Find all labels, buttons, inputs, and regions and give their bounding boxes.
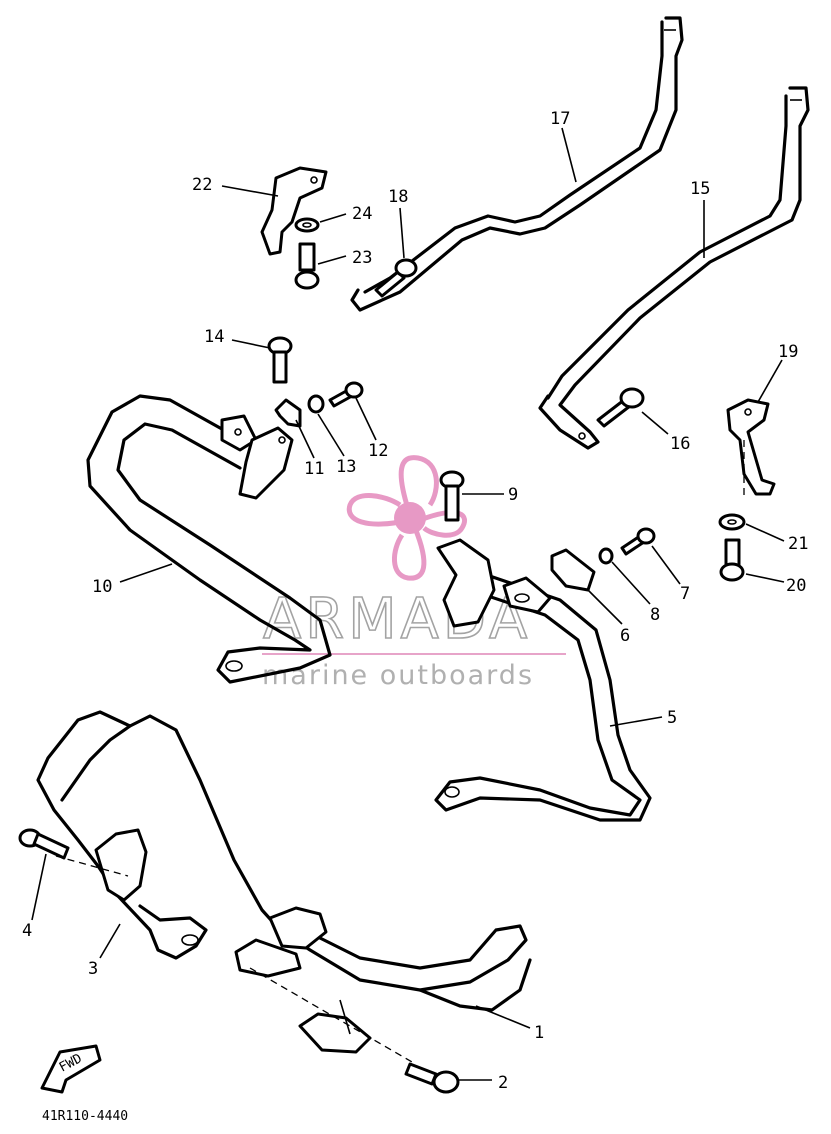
part-8-washer (598, 547, 614, 565)
callout-2: 2 (498, 1073, 508, 1093)
callout-17: 17 (550, 109, 570, 129)
part-12-bolt (328, 381, 364, 408)
callout-4: 4 (22, 921, 32, 941)
callout-10: 10 (92, 577, 112, 597)
part-16-bolt (596, 387, 645, 428)
callout-3: 3 (88, 959, 98, 979)
fwd-arrow-badge: FWD (40, 1044, 102, 1094)
part-22-bracket (260, 166, 328, 256)
part-11-clamp (274, 398, 302, 428)
callout-1: 1 (534, 1023, 544, 1043)
callout-5: 5 (667, 708, 677, 728)
part-17-bar (350, 16, 684, 312)
part-5-handle (434, 538, 652, 822)
part-13-washer (307, 394, 325, 414)
part-24-washer (294, 217, 320, 233)
part-9-bolt (439, 470, 465, 522)
callout-15: 15 (690, 179, 710, 199)
callout-18: 18 (388, 187, 408, 207)
part-1-handle (234, 906, 532, 1063)
callout-14: 14 (204, 327, 224, 347)
callout-13: 13 (336, 457, 356, 477)
callout-20: 20 (786, 576, 806, 596)
part-7-bolt (620, 527, 656, 556)
callout-8: 8 (650, 605, 660, 625)
callout-6: 6 (620, 626, 630, 646)
watermark: ARMADA marine outboards (262, 455, 566, 691)
callout-23: 23 (352, 248, 372, 268)
callouts: 1 2 3 4 5 6 7 8 9 10 11 12 13 14 15 16 1… (22, 109, 808, 1093)
callout-16: 16 (670, 434, 690, 454)
part-3-handle (36, 710, 282, 960)
callout-22: 22 (192, 175, 212, 195)
callout-11: 11 (304, 459, 324, 479)
part-15-bar (538, 86, 810, 450)
part-19-bracket (726, 398, 776, 500)
callout-7: 7 (680, 584, 690, 604)
callout-24: 24 (352, 204, 372, 224)
catalog-code: 41R110-4440 (42, 1109, 128, 1124)
callout-19: 19 (778, 342, 798, 362)
part-18-bolt (374, 258, 418, 298)
part-10-handle (86, 394, 332, 684)
watermark-tagline: marine outboards (262, 660, 534, 691)
part-20-bolt (719, 538, 745, 582)
part-21-washer (718, 513, 746, 531)
callout-21: 21 (788, 534, 808, 554)
part-23-bolt (294, 242, 320, 290)
callout-12: 12 (368, 441, 388, 461)
part-2-bolt (404, 1062, 460, 1094)
part-4-bolt (18, 828, 70, 860)
part-6-clamp (550, 548, 596, 592)
leader-lines (31, 127, 785, 1081)
callout-9: 9 (508, 485, 518, 505)
part-14-bolt (267, 336, 293, 384)
